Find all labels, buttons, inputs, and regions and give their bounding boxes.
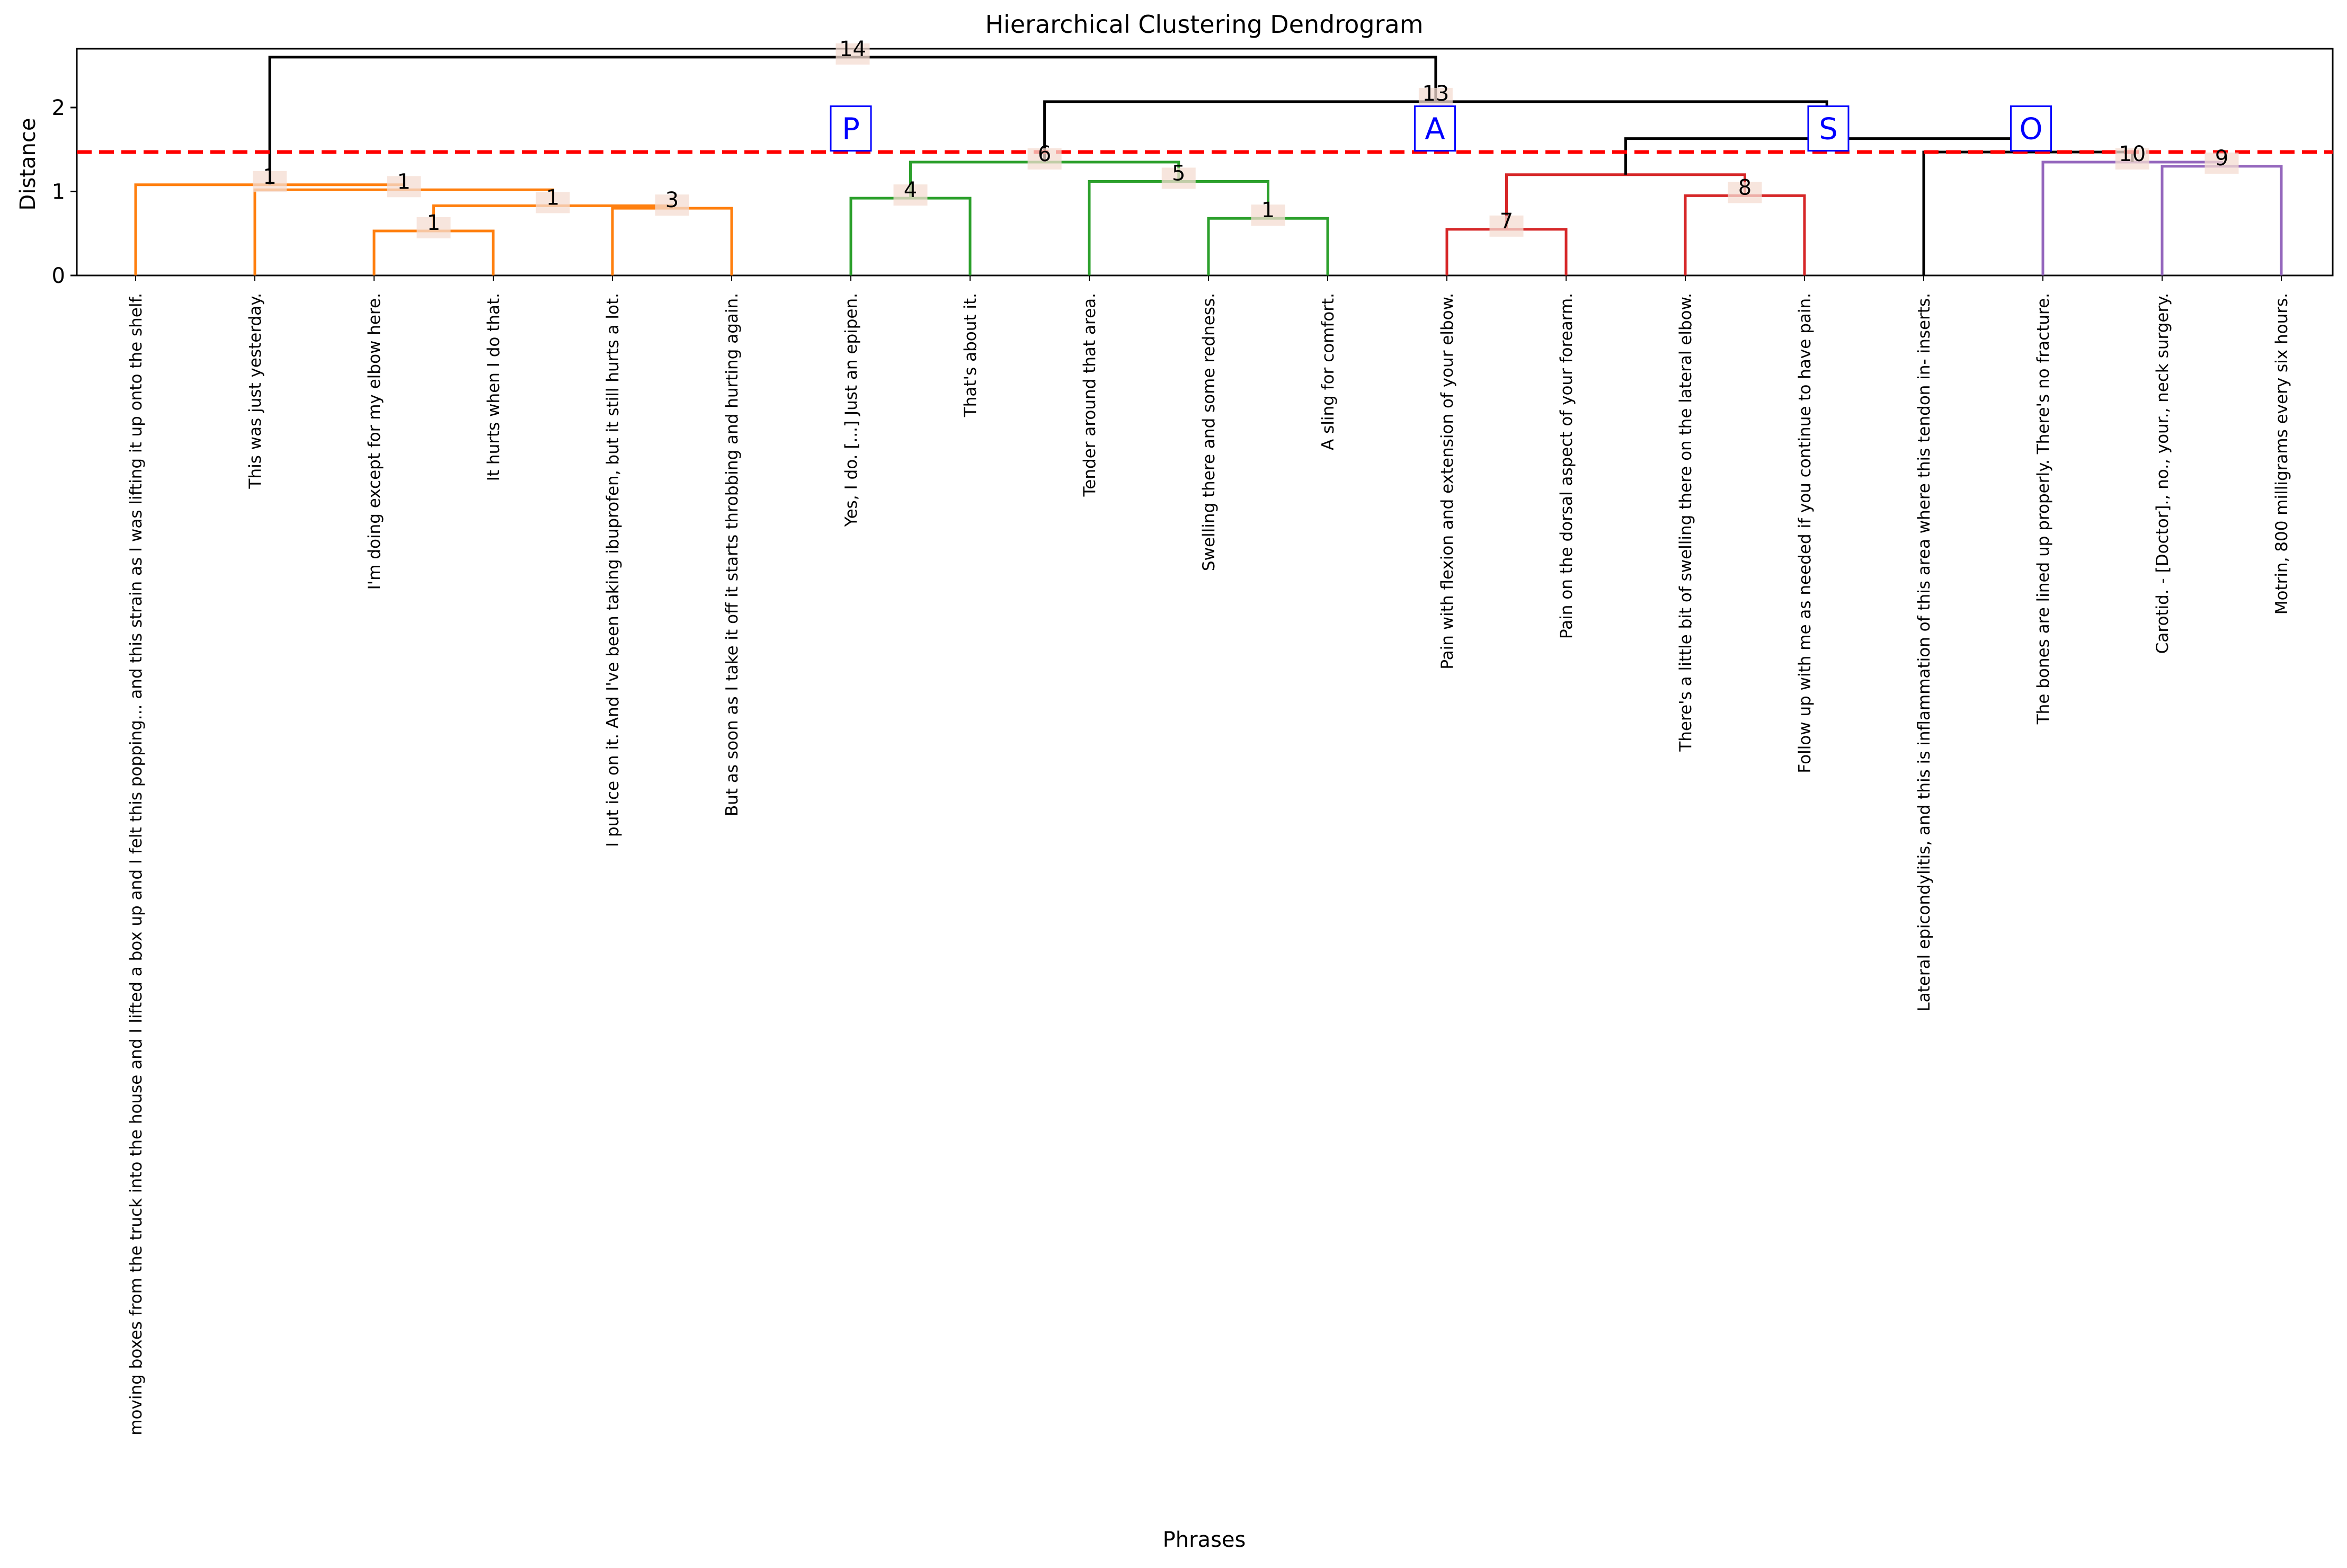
leaf-label: Pain with flexion and extension of your … (1438, 293, 1457, 670)
merge-label-bg (1728, 182, 1762, 203)
merge-label: 1 (427, 211, 440, 235)
dendrogram-link (1505, 173, 1746, 229)
section-marker-label: P (842, 112, 860, 147)
merge-label: 8 (1738, 175, 1752, 200)
dendrogram-link (2041, 161, 2223, 275)
merge-label: 9 (2215, 146, 2228, 171)
merge-label: 1 (263, 165, 276, 189)
dendrogram-link (611, 207, 733, 275)
dendrogram-link (1088, 180, 1269, 275)
leaf-label: Follow up with me as needed if you conti… (1795, 293, 1815, 773)
merge-labels: 1311141567891021314 (253, 37, 2239, 238)
dendrogram-links (134, 56, 2283, 275)
dendrogram-link (1207, 217, 1329, 275)
section-marker-box (1807, 105, 1850, 152)
leaf-label: Carotid. - [Doctor]., no., your., neck s… (2153, 293, 2172, 654)
dendrogram-link (849, 197, 972, 275)
merge-label-bg (536, 192, 570, 213)
merge-label: 6 (1038, 142, 1051, 166)
leaf-label: A sling for comfort. (1319, 293, 1338, 450)
dendrogram-link (253, 188, 554, 275)
dendrogram-link (1922, 150, 2134, 275)
section-marker-label: O (2019, 112, 2042, 147)
merge-label-bg (1489, 215, 1524, 237)
leaf-label: Tender around that area. (1080, 293, 1099, 497)
leaf-labels: moving boxes from the truck into the hou… (127, 275, 2291, 1436)
y-tick-label: 1 (52, 180, 65, 204)
merge-label-bg (893, 184, 928, 206)
y-tick-label: 0 (52, 264, 65, 288)
chart-title: Hierarchical Clustering Dendrogram (985, 10, 1423, 39)
merge-label-bg (416, 217, 451, 238)
leaf-label: There's a little bit of swelling there o… (1676, 293, 1695, 752)
y-tick-label: 2 (52, 96, 65, 120)
merge-label: 14 (839, 37, 866, 61)
dendrogram-link (134, 183, 405, 275)
merge-label: 1 (1261, 198, 1275, 222)
leaf-label: I put ice on it. And I've been taking ib… (603, 293, 623, 847)
x-axis-label: Phrases (1163, 1528, 1246, 1552)
leaf-label: But as soon as I take it off it starts t… (723, 293, 742, 816)
merge-label-bg (1027, 148, 1062, 170)
merge-label: 1 (397, 170, 411, 194)
leaf-label: That's about it. (961, 293, 980, 417)
merge-label-bg (253, 171, 287, 192)
leaf-label: Yes, I do. [...] Just an epipen. (842, 293, 861, 527)
dendrogram-link (1684, 194, 1806, 275)
merge-label-bg (1251, 204, 1285, 226)
leaf-label: Motrin, 800 milligrams every six hours. (2272, 293, 2291, 614)
section-marker-box (830, 105, 872, 152)
merge-label: 10 (2119, 142, 2146, 166)
y-axis: 0 1 2 (52, 96, 77, 288)
leaf-label: The bones are lined up properly. There's… (2034, 293, 2053, 725)
merge-label-bg (835, 43, 870, 65)
section-marker-label: A (1425, 112, 1445, 147)
merge-label: 1 (546, 185, 559, 210)
leaf-label: It hurts when I do that. (484, 293, 503, 481)
merge-label: 5 (1172, 161, 1185, 185)
section-marker-box (2010, 105, 2052, 152)
section-marker-box (1414, 105, 1456, 152)
section-marker-label: S (1819, 112, 1838, 147)
leaf-label: Lateral epicondylitis, and this is infla… (1915, 293, 1934, 1012)
dendrogram-link (2161, 165, 2283, 275)
y-axis-label: Distance (16, 118, 40, 211)
merge-label-bg (2115, 148, 2149, 170)
leaf-label: moving boxes from the truck into the hou… (127, 293, 146, 1436)
merge-label: 3 (665, 188, 679, 212)
merge-label: 7 (1500, 209, 1513, 234)
leaf-label: Pain on the dorsal aspect of your forear… (1557, 293, 1576, 639)
plot-frame (76, 48, 2334, 277)
merge-label-bg (2204, 152, 2239, 174)
merge-label-bg (655, 194, 689, 216)
merge-label-bg (387, 176, 421, 198)
leaf-label: Swelling there and some redness. (1199, 293, 1219, 571)
leaf-label: I'm doing except for my elbow here. (365, 293, 384, 590)
merge-label: 4 (904, 178, 917, 202)
merge-label: 13 (1422, 82, 1449, 106)
merge-label-bg (1161, 167, 1196, 189)
leaf-label: This was just yesterday. (246, 293, 265, 489)
